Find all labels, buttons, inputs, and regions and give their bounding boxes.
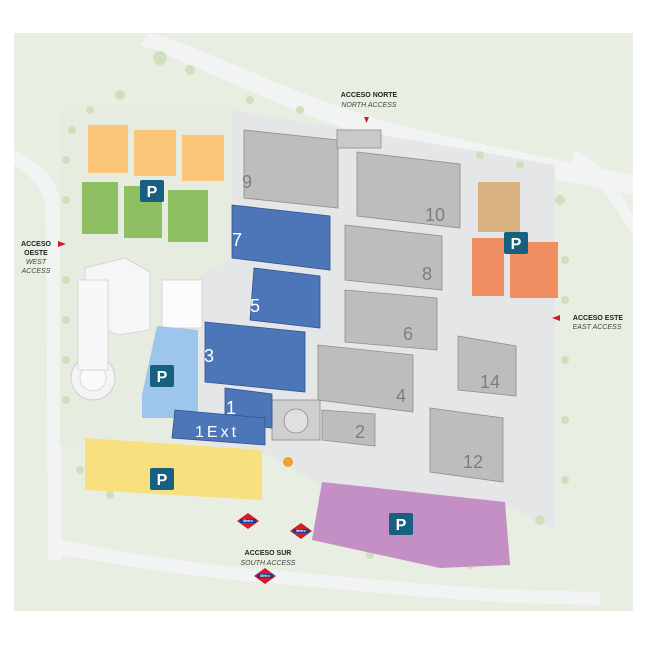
parking-badge-yellow (150, 468, 174, 490)
hall-5-label: 5 (250, 296, 260, 316)
west-access-subtitle-2: ACCESS (21, 268, 51, 275)
west-road (14, 150, 62, 560)
field-tan-east (478, 182, 520, 232)
hall-10-label: 10 (425, 205, 445, 225)
hall-8-label: 8 (422, 264, 432, 284)
svg-text:Metro: Metro (296, 529, 306, 533)
north-road (140, 33, 633, 195)
parking-orange-east-1 (472, 238, 504, 296)
west-access-marker (58, 241, 66, 247)
north-access-subtitle: NORTH ACCESS (341, 102, 397, 109)
parking-badge-east (504, 232, 528, 254)
parking-badge-lightblue (150, 365, 174, 387)
metro-icon-3: Metro (254, 568, 276, 584)
south-access-subtitle: SOUTH ACCESS (241, 560, 296, 567)
metro-icon-2: Metro (290, 523, 312, 539)
hall-14-label: 14 (480, 372, 500, 392)
hall-1ext-label: 1Ext (195, 424, 239, 441)
hall-1-label: 1 (226, 398, 236, 418)
parking-label-east: P (511, 236, 522, 253)
hall-4-label: 4 (396, 386, 406, 406)
south-access-title: ACCESO SUR (245, 550, 292, 557)
east-access-title: ACCESO ESTE (573, 315, 624, 322)
west-access-title-2: OESTE (24, 250, 48, 257)
east-access-subtitle: EAST ACCESS (573, 324, 622, 331)
north-access-title: ACCESO NORTE (341, 92, 398, 99)
south-road (60, 540, 600, 605)
hall-12-label: 12 (463, 452, 483, 472)
parking-label-yellow: P (157, 472, 168, 489)
blue-halls (171, 204, 331, 446)
round-structure (283, 408, 309, 434)
east-access-marker (552, 315, 560, 321)
hall-6-label: 6 (403, 324, 413, 344)
south-plaza-ornament (283, 457, 293, 467)
hall-7-label: 7 (232, 230, 242, 250)
parking-label-lightblue: P (157, 369, 168, 386)
west-access-subtitle-1: WEST (26, 259, 47, 266)
northeast-road (570, 150, 633, 235)
parking-label-northwest: P (147, 184, 158, 201)
svg-text:Metro: Metro (260, 574, 270, 578)
grey-halls (243, 129, 517, 483)
north-access-marker (364, 117, 369, 123)
hall-3-label: 3 (204, 346, 214, 366)
parking-badge-northwest (140, 180, 164, 202)
west-white-buildings (70, 257, 203, 401)
west-access-title-1: ACCESO (21, 241, 52, 248)
hall-9-label: 9 (242, 172, 252, 192)
hall-2-label: 2 (355, 422, 365, 442)
parking-label-purple: P (396, 517, 407, 534)
metro-icon-1: Metro (237, 513, 259, 529)
svg-text:Metro: Metro (243, 519, 253, 523)
parking-badge-purple (389, 513, 413, 535)
